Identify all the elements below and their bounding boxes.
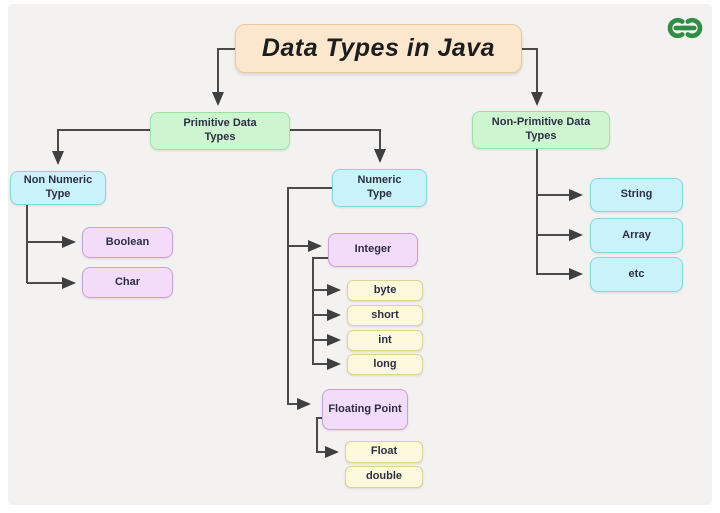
geeksforgeeks-logo-icon [667,17,703,39]
node-array: Array [590,218,683,253]
node-floating-point: Floating Point [322,389,408,430]
node-numeric-type: Numeric Type [332,169,427,207]
node-short: short [347,305,423,326]
node-integer: Integer [328,233,418,267]
node-non-primitive-data-types: Non-Primitive Data Types [472,111,610,149]
diagram-title: Data Types in Java [235,24,522,73]
node-char: Char [82,267,173,298]
node-int: int [347,330,423,351]
node-long: long [347,354,423,375]
node-boolean: Boolean [82,227,173,258]
node-string: String [590,178,683,212]
node-byte: byte [347,280,423,301]
node-double: double [345,466,423,488]
node-non-numeric-type: Non Numeric Type [10,171,106,205]
node-primitive-data-types: Primitive Data Types [150,112,290,150]
node-float: Float [345,441,423,463]
diagram-title-label: Data Types in Java [261,33,496,62]
node-etc: etc [590,257,683,292]
